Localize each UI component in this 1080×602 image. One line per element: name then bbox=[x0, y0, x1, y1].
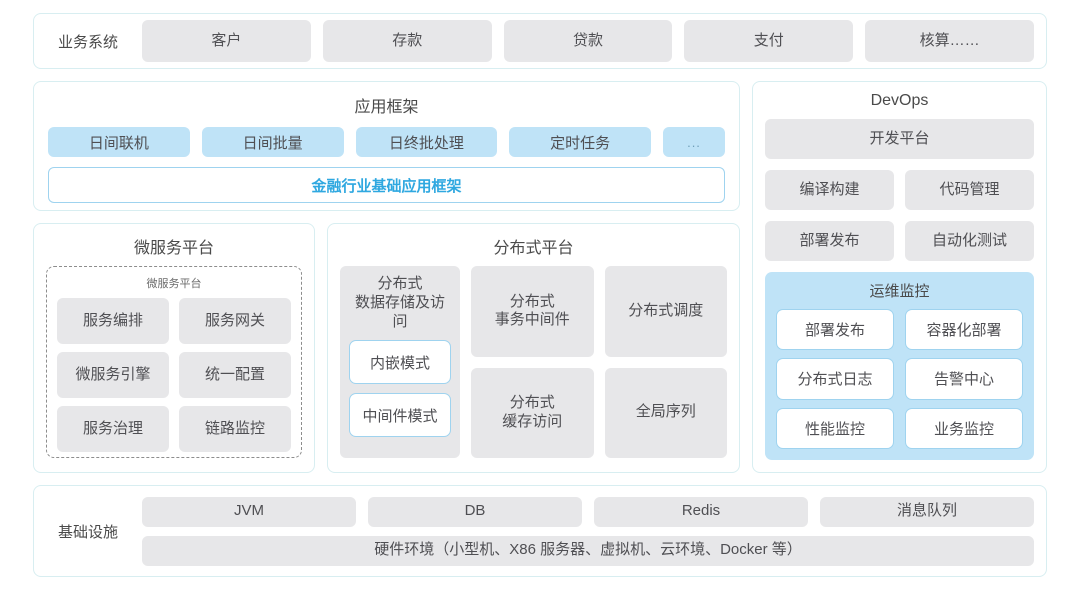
microservice-platform-title: 微服务平台 bbox=[133, 240, 214, 257]
business-system-tile-customer[interactable]: 客户 bbox=[142, 20, 311, 62]
app-framework-tile-daytime-online[interactable]: 日间联机 bbox=[48, 127, 190, 157]
business-systems-panel: 业务系统 客户 存款 贷款 支付 核算…… bbox=[33, 13, 1047, 69]
infrastructure-label: 基础设施 bbox=[57, 523, 118, 541]
microservice-platform-panel: 微服务平台 微服务平台 服务编排 服务网关 微服务引擎 统一配置 服务治理 链路… bbox=[33, 223, 315, 473]
microservice-tile-grid: 服务编排 服务网关 微服务引擎 统一配置 服务治理 链路监控 bbox=[57, 298, 291, 452]
infrastructure-panel: 基础设施 JVM DB Redis 消息队列 硬件环境（小型机、X86 服务器、… bbox=[33, 485, 1047, 577]
distributed-tile-cache-access[interactable]: 分布式 缓存访问 bbox=[471, 367, 594, 458]
infrastructure-tile-db[interactable]: DB bbox=[368, 496, 582, 527]
app-framework-tile-scheduled-task[interactable]: 定时任务 bbox=[509, 127, 651, 157]
devops-tile-dev-platform[interactable]: 开发平台 bbox=[765, 119, 1034, 159]
business-system-tile-accounting[interactable]: 核算…… bbox=[865, 20, 1034, 62]
distributed-column-three: 分布式调度 全局序列 bbox=[604, 266, 727, 458]
devops-column: DevOps 开发平台 编译构建 代码管理 部署发布 自动化测试 运维监控 部署… bbox=[752, 81, 1047, 473]
app-framework-more-icon[interactable]: ... bbox=[663, 127, 725, 157]
app-framework-tiles: 日间联机 日间批量 日终批处理 定时任务 ... bbox=[48, 127, 725, 157]
distributed-tile-scheduling[interactable]: 分布式调度 bbox=[604, 266, 727, 357]
business-system-tile-deposit[interactable]: 存款 bbox=[322, 20, 492, 62]
distributed-column-two: 分布式 事务中间件 分布式 缓存访问 bbox=[471, 266, 594, 458]
distributed-storage-mode-embedded[interactable]: 内嵌模式 bbox=[349, 340, 451, 385]
distributed-storage-mode-middleware[interactable]: 中间件模式 bbox=[349, 393, 451, 438]
microservice-inner-dashed-box: 微服务平台 服务编排 服务网关 微服务引擎 统一配置 服务治理 链路监控 bbox=[46, 266, 302, 458]
infrastructure-tile-message-queue[interactable]: 消息队列 bbox=[820, 496, 1034, 527]
business-system-tile-loan[interactable]: 贷款 bbox=[503, 20, 673, 62]
ops-tile-deploy-release[interactable]: 部署发布 bbox=[776, 309, 894, 351]
ops-monitoring-title: 运维监控 bbox=[869, 283, 930, 300]
ops-monitoring-block: 运维监控 部署发布 容器化部署 分布式日志 告警中心 性能监控 业务监控 bbox=[765, 272, 1034, 460]
microservice-tile-service-gateway[interactable]: 服务网关 bbox=[179, 298, 291, 344]
infrastructure-content: JVM DB Redis 消息队列 硬件环境（小型机、X86 服务器、虚拟机、云… bbox=[142, 496, 1034, 566]
infrastructure-tile-jvm[interactable]: JVM bbox=[142, 496, 356, 527]
app-framework-tile-daytime-batch[interactable]: 日间批量 bbox=[201, 127, 344, 157]
business-systems-label: 业务系统 bbox=[57, 33, 118, 51]
ops-tile-distributed-log[interactable]: 分布式日志 bbox=[776, 358, 894, 400]
infrastructure-tiles: JVM DB Redis 消息队列 bbox=[142, 496, 1034, 527]
distributed-storage-column: 分布式 数据存储及访问 内嵌模式 中间件模式 bbox=[340, 266, 460, 458]
ops-tile-business-monitoring[interactable]: 业务监控 bbox=[905, 407, 1023, 449]
microservice-tile-service-governance[interactable]: 服务治理 bbox=[57, 406, 169, 452]
ops-tile-performance-monitoring[interactable]: 性能监控 bbox=[776, 407, 894, 449]
devops-tile-compile-build[interactable]: 编译构建 bbox=[765, 170, 894, 210]
middle-left-column: 应用框架 日间联机 日间批量 日终批处理 定时任务 ... 金融行业基础应用框架… bbox=[33, 81, 740, 473]
infrastructure-tile-redis[interactable]: Redis bbox=[594, 496, 808, 527]
devops-tile-deploy-release[interactable]: 部署发布 bbox=[765, 221, 894, 261]
microservice-tile-microservice-engine[interactable]: 微服务引擎 bbox=[57, 352, 169, 398]
distributed-platform-title: 分布式平台 bbox=[493, 240, 574, 257]
infrastructure-hardware-row: 硬件环境（小型机、X86 服务器、虚拟机、云环境、Docker 等） bbox=[142, 535, 1034, 566]
app-framework-tile-eod-batch[interactable]: 日终批处理 bbox=[355, 127, 498, 157]
ops-tile-containerized-deploy[interactable]: 容器化部署 bbox=[905, 309, 1023, 351]
distributed-platform-body: 分布式 数据存储及访问 内嵌模式 中间件模式 分布式 事务中间件 分布式 缓存访… bbox=[340, 266, 727, 458]
microservice-tile-service-orchestration[interactable]: 服务编排 bbox=[57, 298, 169, 344]
infrastructure-tile-hardware-environment[interactable]: 硬件环境（小型机、X86 服务器、虚拟机、云环境、Docker 等） bbox=[142, 535, 1034, 566]
distributed-platform-panel: 分布式平台 分布式 数据存储及访问 内嵌模式 中间件模式 分布式 事务中间件 分… bbox=[327, 223, 740, 473]
distributed-storage-card[interactable]: 分布式 数据存储及访问 内嵌模式 中间件模式 bbox=[340, 266, 460, 458]
microservice-tile-unified-config[interactable]: 统一配置 bbox=[179, 352, 291, 398]
finance-base-framework-bar[interactable]: 金融行业基础应用框架 bbox=[48, 167, 725, 203]
ops-tile-alert-center[interactable]: 告警中心 bbox=[905, 358, 1023, 400]
devops-tile-code-management[interactable]: 代码管理 bbox=[905, 170, 1034, 210]
distributed-tile-global-sequence[interactable]: 全局序列 bbox=[604, 367, 727, 458]
devops-panel: DevOps 开发平台 编译构建 代码管理 部署发布 自动化测试 运维监控 部署… bbox=[752, 81, 1047, 473]
lower-middle-row: 微服务平台 微服务平台 服务编排 服务网关 微服务引擎 统一配置 服务治理 链路… bbox=[33, 223, 740, 473]
business-system-tile-payment[interactable]: 支付 bbox=[684, 20, 854, 62]
middle-region: 应用框架 日间联机 日间批量 日终批处理 定时任务 ... 金融行业基础应用框架… bbox=[33, 81, 1047, 473]
devops-row-one: 编译构建 代码管理 bbox=[765, 170, 1034, 210]
devops-title: DevOps bbox=[870, 92, 929, 109]
distributed-tile-transaction-middleware[interactable]: 分布式 事务中间件 bbox=[471, 266, 594, 357]
app-framework-panel: 应用框架 日间联机 日间批量 日终批处理 定时任务 ... 金融行业基础应用框架 bbox=[33, 81, 740, 211]
distributed-storage-label: 分布式 数据存储及访问 bbox=[354, 275, 445, 330]
devops-row-two: 部署发布 自动化测试 bbox=[765, 221, 1034, 261]
microservice-inner-title: 微服务平台 bbox=[146, 278, 202, 290]
app-framework-title: 应用框架 bbox=[354, 99, 419, 116]
microservice-tile-link-monitoring[interactable]: 链路监控 bbox=[179, 406, 291, 452]
ops-monitoring-grid: 部署发布 容器化部署 分布式日志 告警中心 性能监控 业务监控 bbox=[776, 309, 1023, 449]
devops-tile-automated-test[interactable]: 自动化测试 bbox=[905, 221, 1034, 261]
business-systems-tiles: 客户 存款 贷款 支付 核算…… bbox=[142, 20, 1034, 62]
